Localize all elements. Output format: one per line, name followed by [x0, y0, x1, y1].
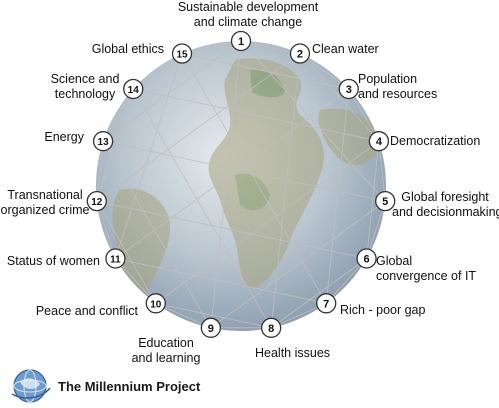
- connection-line: [270, 258, 367, 329]
- node-number: 14: [128, 85, 140, 96]
- connection-line: [96, 53, 301, 202]
- node-circle: [86, 191, 107, 212]
- earth-globe-image: [96, 41, 386, 331]
- node-number: 10: [150, 299, 162, 310]
- node-number: 12: [91, 197, 103, 208]
- connection-line: [155, 140, 380, 304]
- connection-line: [240, 40, 386, 202]
- connection-line: [181, 53, 349, 90]
- connection-line: [366, 141, 380, 259]
- node-label-2: Clean water: [312, 42, 379, 56]
- node-number: 11: [110, 255, 121, 266]
- node-label-8: Health issues: [255, 346, 331, 360]
- node-circle: [230, 30, 252, 52]
- connection-lines: [96, 40, 386, 329]
- node-number: 6: [364, 254, 370, 266]
- node-number: 13: [98, 137, 110, 148]
- node-number: 5: [382, 196, 388, 208]
- connection-line: [155, 302, 272, 329]
- node-label-11: Status of women: [6, 254, 100, 268]
- node-circle: [200, 317, 222, 338]
- node-circle: [375, 191, 396, 212]
- node-number: 15: [176, 50, 188, 61]
- node-3: 3: [338, 78, 359, 100]
- node-10: 10: [145, 293, 166, 314]
- connection-line: [181, 53, 327, 304]
- connection-line: [102, 140, 212, 329]
- connection-line: [210, 200, 386, 329]
- node-6: 6: [356, 248, 377, 269]
- connection-line: [325, 88, 350, 304]
- node-circle: [368, 131, 390, 152]
- node-number: 3: [346, 84, 352, 96]
- connection-line: [96, 200, 367, 259]
- node-9: 9: [200, 317, 222, 338]
- node-label-15: Global ethics: [91, 42, 164, 56]
- node-5: 5: [375, 191, 396, 212]
- footer: The Millennium Project: [12, 368, 200, 404]
- node-14: 14: [123, 78, 144, 100]
- node-circle: [338, 78, 359, 100]
- node-2: 2: [289, 43, 311, 64]
- node-circle: [171, 43, 193, 64]
- connection-line: [96, 200, 157, 304]
- connection-line: [102, 40, 242, 142]
- footer-title: The Millennium Project: [58, 378, 201, 394]
- connection-line: [133, 88, 379, 142]
- node-circle: [123, 78, 144, 100]
- node-number: 4: [376, 136, 383, 148]
- node-label-4: Democratization: [390, 134, 481, 148]
- node-circle: [289, 43, 311, 64]
- node-4: 4: [368, 131, 390, 152]
- node-1: 1: [230, 30, 252, 52]
- globe-logo-icon: [11, 369, 51, 403]
- connection-line: [299, 53, 380, 142]
- node-label-13: Energy: [44, 130, 84, 144]
- node-13: 13: [92, 131, 114, 152]
- connection-line: [96, 88, 134, 202]
- connection-line: [115, 258, 327, 304]
- connection-line: [115, 53, 183, 259]
- connection-line: [270, 53, 301, 328]
- node-label-10: Peace and conflict: [35, 304, 138, 318]
- node-circle: [260, 317, 282, 338]
- node-number: 2: [297, 49, 303, 61]
- node-8: 8: [260, 317, 282, 338]
- node-11: 11: [105, 248, 126, 269]
- node-7: 7: [316, 293, 337, 314]
- node-15: 15: [171, 43, 193, 64]
- connection-line: [132, 88, 272, 329]
- node-label-7: Rich - poor gap: [340, 303, 426, 317]
- node-number: 7: [323, 298, 329, 310]
- node-circle: [92, 131, 114, 152]
- node-circle: [105, 248, 126, 269]
- node-number: 9: [208, 323, 214, 335]
- node-circle: [145, 293, 166, 314]
- node-number: 8: [268, 323, 274, 335]
- node-circle: [316, 293, 337, 314]
- node-circle: [356, 248, 377, 269]
- node-12: 12: [86, 191, 107, 212]
- node-number: 1: [238, 36, 244, 48]
